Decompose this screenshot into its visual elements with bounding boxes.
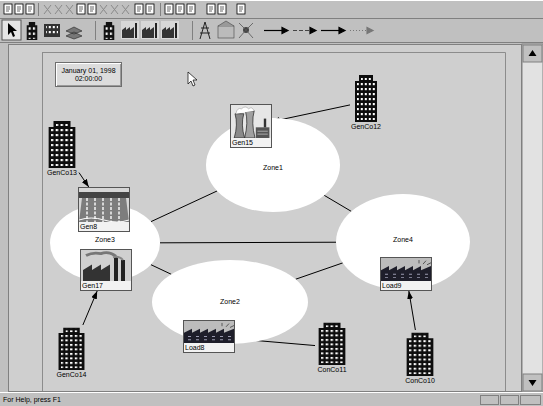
company-label: GenCo14	[57, 371, 87, 379]
contract-arrow	[79, 173, 89, 187]
zone-tie-line	[151, 191, 217, 222]
building-icon	[352, 72, 380, 122]
status-text: For Help, press F1	[3, 395, 61, 404]
company-label: GenCo12	[351, 123, 381, 131]
zone-ellipse: Zone4Load9	[336, 194, 470, 290]
status-bar	[0, 393, 543, 405]
icon-label: Gen17	[81, 281, 131, 290]
pointer-button	[2, 20, 21, 40]
connector-tools	[264, 28, 373, 34]
load-icon: Load9	[380, 257, 432, 291]
date-time-text: 02:00:00	[75, 75, 102, 83]
zone-label: Zone3	[95, 236, 115, 244]
icon-picture	[231, 105, 271, 138]
company-label: GenCo13	[47, 169, 77, 177]
company-building: GenCo12	[350, 72, 382, 131]
generator-icon: Gen17	[80, 249, 132, 291]
zone-ellipse: Zone1 Gen15	[206, 118, 340, 212]
page-border	[43, 52, 506, 391]
company-building: ConCo11	[315, 320, 349, 374]
canvas	[9, 45, 522, 392]
icon-label: Load8	[184, 343, 234, 352]
zone-tie-line	[160, 242, 336, 244]
company-building: GenCo13	[45, 118, 79, 177]
zone-label: Zone2	[220, 298, 240, 306]
zone-ellipse: Zone3Gen8Gen17	[50, 204, 160, 282]
zone-tie-line	[151, 265, 172, 275]
contract-arrow	[83, 291, 97, 325]
mouse-cursor	[188, 72, 197, 86]
generator-icon: Gen8	[78, 187, 130, 232]
zone-tie-line	[296, 263, 343, 279]
company-label: ConCo11	[317, 366, 346, 374]
load-icon: Load8	[183, 320, 235, 353]
company-label: ConCo10	[405, 377, 435, 385]
building-icon	[315, 320, 349, 365]
scrollbar	[522, 44, 543, 392]
company-building: ConCo10	[403, 330, 437, 385]
company-building: GenCo14	[55, 325, 88, 379]
zone-fill	[336, 194, 470, 290]
building-icon	[403, 330, 437, 376]
zone-fill	[206, 118, 340, 212]
icon-picture	[79, 188, 129, 222]
icon-picture	[381, 258, 431, 281]
icon-label: Load9	[381, 281, 431, 290]
contract-arrow	[409, 291, 416, 330]
zone-label: Zone4	[393, 236, 413, 244]
date-time-text: January 01, 1998	[61, 67, 115, 75]
zone-tie-line	[324, 195, 351, 211]
toolbar	[0, 1, 543, 43]
icon-picture	[184, 321, 234, 343]
zone-label: Zone1	[263, 164, 283, 172]
generator-icon: Gen15	[230, 104, 272, 148]
building-icon	[45, 118, 79, 168]
zone-fill	[152, 260, 308, 344]
date-time-box: January 01, 199802:00:00	[55, 62, 122, 87]
icon-picture	[81, 250, 131, 281]
zone-ellipse: Zone2Load8	[152, 260, 308, 344]
building-icon	[55, 325, 88, 370]
icon-label: Gen15	[231, 138, 271, 147]
icon-label: Gen8	[79, 222, 129, 231]
